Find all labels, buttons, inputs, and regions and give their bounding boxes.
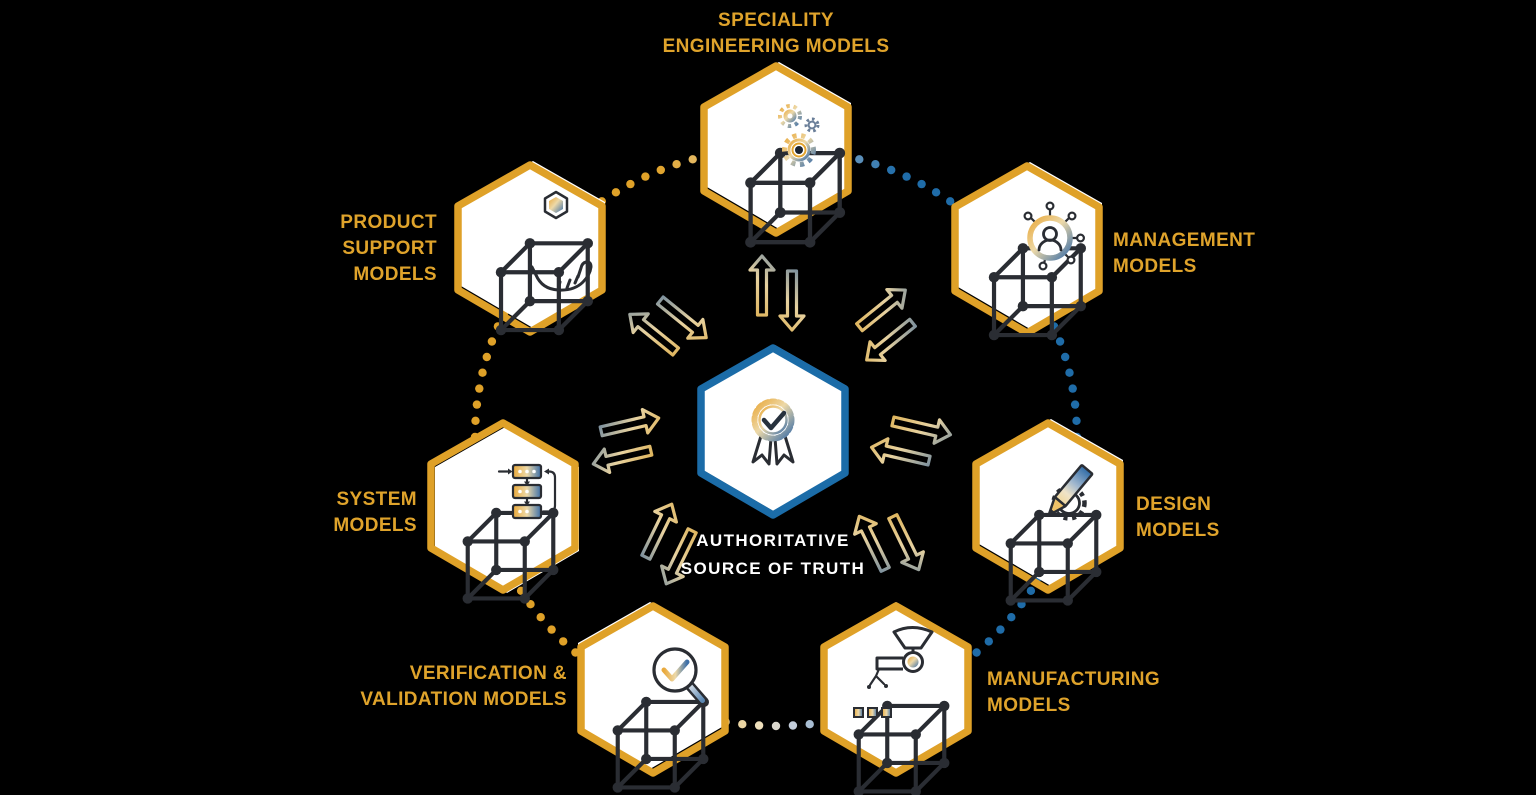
ring-dot [946,197,955,206]
cube-pencil-gear-icon [1004,464,1103,607]
ring-dot [478,368,487,377]
double-arrow-design [867,404,955,478]
label-line: SYSTEM [336,489,417,510]
ring-dot [1055,337,1065,346]
label-line: SUPPORT [342,238,437,259]
label-line: VALIDATION MODELS [360,689,567,710]
cube-flowchart-icon [461,463,560,605]
ring-dot [887,165,896,175]
ring-dot [984,637,993,646]
ring-dot [871,160,880,169]
ring-dot [611,188,621,197]
label-line: MODELS [1136,520,1220,541]
label-line: SOURCE OF TRUTH [680,559,866,578]
ring-dot [1026,586,1036,595]
double-arrow-speciality [748,254,806,332]
label-product-support-models: PRODUCT SUPPORT MODELS [237,210,437,288]
hexagon-vv [577,602,729,794]
ring-dot [641,172,650,181]
ring-dot [1007,613,1016,622]
ring-dot [1068,384,1077,393]
ring-dot [902,172,911,181]
ring-dot [656,165,665,175]
ring-dot [805,720,814,729]
ring-dot [475,384,484,393]
label-line: MANUFACTURING [987,669,1161,690]
label-line: AUTHORITATIVE [696,531,850,550]
ring-dot [972,648,981,657]
label-line: DESIGN [1136,494,1212,515]
label-manufacturing-models: MANUFACTURING MODELS [987,667,1160,719]
hexagon-authoritative-source [697,344,849,519]
label-line: ENGINEERING MODELS [662,36,890,57]
hexagon-manufacturing [820,602,972,795]
ring-dot [1072,416,1081,425]
hexagon-management [951,162,1103,342]
cube-user-network-icon [987,201,1088,342]
double-arrow-system [582,404,670,478]
ring-dot [738,720,747,729]
label-line: MODELS [987,695,1071,716]
hexagon-system [427,419,579,605]
ring-dot [688,155,697,164]
ring-dot [1070,400,1080,409]
ring-dot [996,625,1005,634]
ring-dot [771,721,781,731]
label-authoritative-source-of-truth: AUTHORITATIVE SOURCE OF TRUTH [573,527,973,583]
label-management-models: MANAGEMENT MODELS [1113,228,1255,280]
label-speciality-engineering-models: SPECIALITY ENGINEERING MODELS [566,8,986,60]
ring-dot [754,721,764,730]
hexagon-product-support [454,161,606,337]
label-line: MODELS [1113,256,1197,277]
cube-magnifier-check-icon [611,647,710,794]
hexagon-design [972,419,1124,607]
ring-dot [536,613,545,622]
label-system-models: SYSTEM MODELS [217,487,417,539]
ring-dot [472,400,482,409]
ring-dot [1061,352,1070,362]
ring-dot [855,155,864,164]
label-line: MANAGEMENT [1113,230,1256,251]
cube-gears-icon [744,104,847,249]
label-line: MODELS [353,264,437,285]
ring-dot [917,179,926,189]
ring-dot [788,721,798,730]
ring-dot [931,188,941,197]
ring-dot [672,160,681,169]
label-line: PRODUCT [340,212,437,233]
ring-dot [1065,368,1074,377]
ring-dot [547,625,556,634]
ring-dot [487,337,497,346]
cube-in-hand-icon [494,190,595,337]
ring-dot [559,637,568,646]
cube-robot-arm-icon [852,626,951,795]
label-verification-validation-models: VERIFICATION & VALIDATION MODELS [307,661,567,713]
label-line: VERIFICATION & [409,663,567,684]
label-line: SPECIALITY [718,10,834,31]
ring-dot [626,179,635,189]
ring-dot [482,352,491,362]
award-ribbon-icon [751,398,795,466]
ring-dot [471,416,480,425]
label-line: MODELS [333,515,417,536]
hexagon-speciality [700,62,852,249]
label-design-models: DESIGN MODELS [1136,492,1220,544]
